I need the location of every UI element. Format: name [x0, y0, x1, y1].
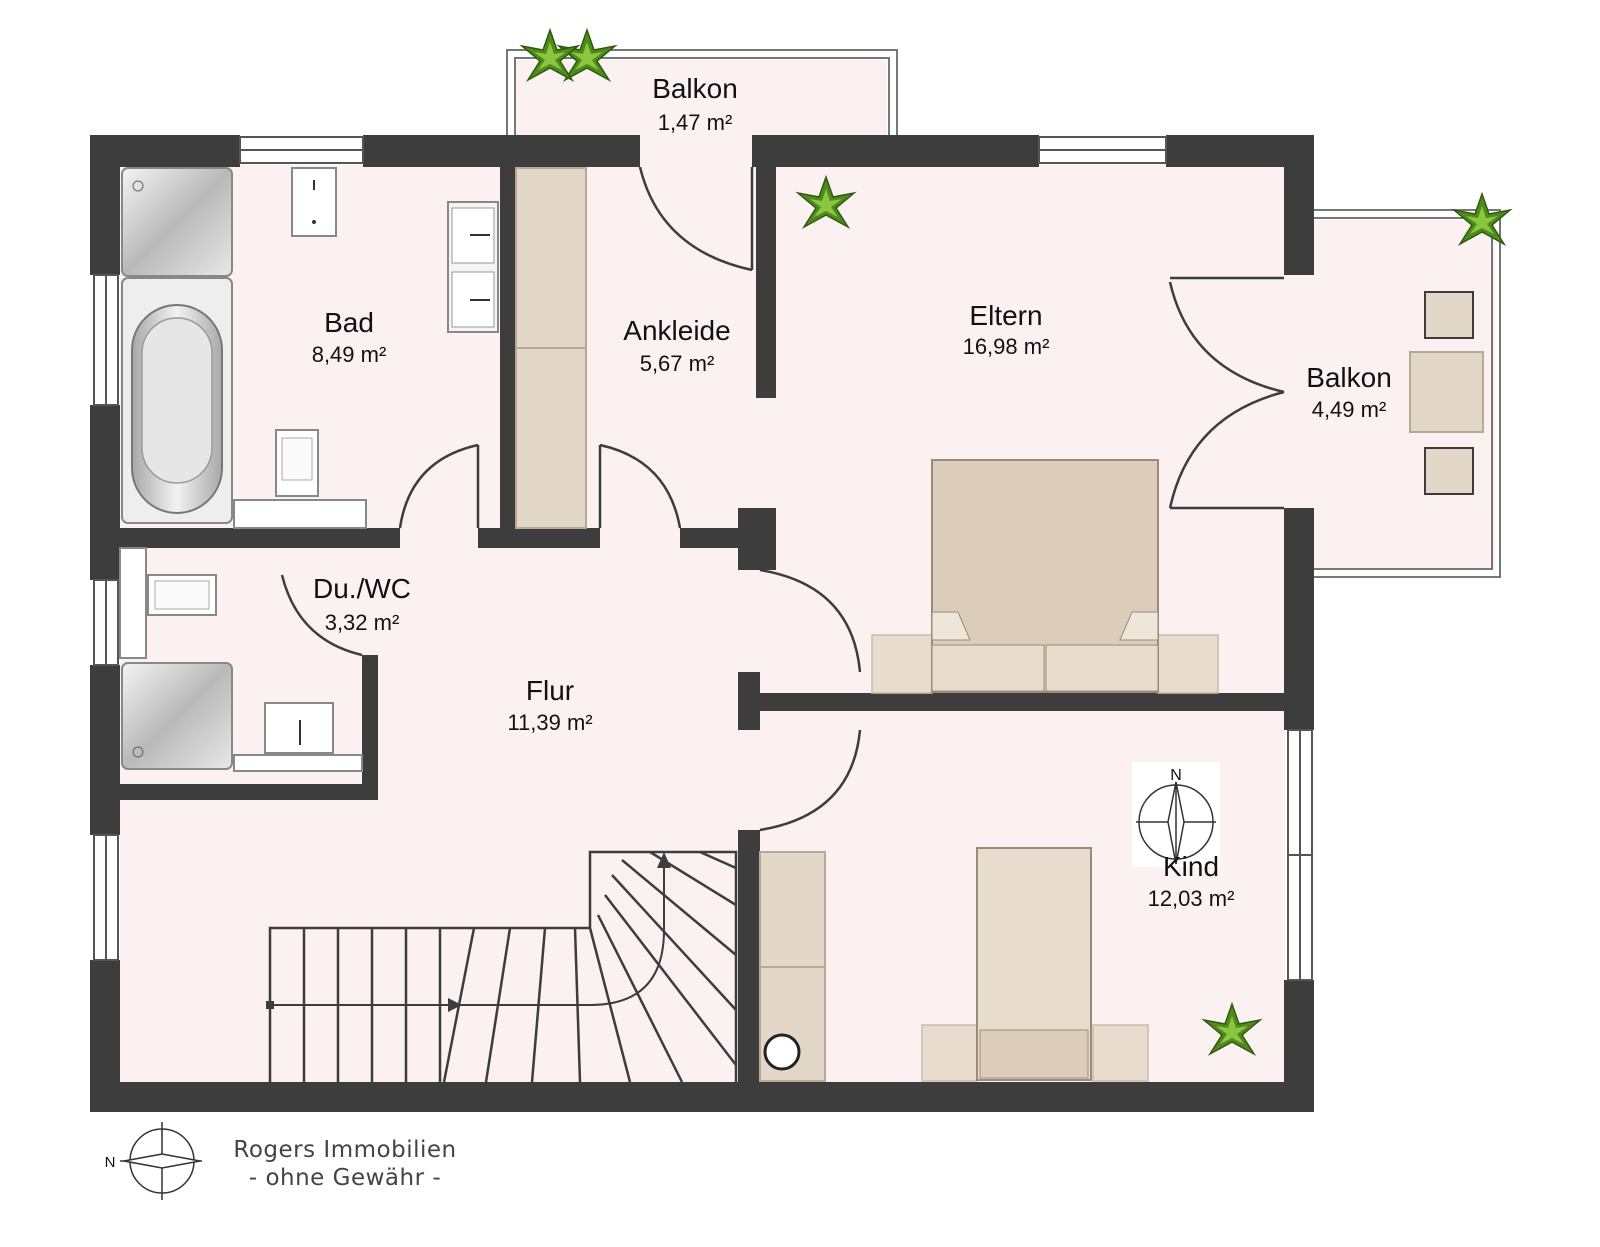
- sink-wc: [233, 702, 363, 772]
- room-labels: Balkon 1,47 m² Bad 8,49 m² Ankleide 5,67…: [312, 73, 1392, 911]
- single-bed: [921, 847, 1149, 1082]
- chimney: [763, 1033, 801, 1071]
- room-name-kind: Kind: [1163, 851, 1219, 882]
- room-name-eltern: Eltern: [969, 300, 1042, 331]
- room-area-balkon-top: 1,47 m²: [658, 110, 733, 135]
- shower-tray-bad: [121, 167, 233, 277]
- footer-company: Rogers Immobilien: [233, 1137, 456, 1163]
- room-name-balkon-top: Balkon: [652, 73, 738, 104]
- wardrobe-ankleide: [515, 167, 587, 529]
- room-area-kind: 12,03 m²: [1148, 886, 1235, 911]
- compass-north-label: N: [1170, 767, 1182, 784]
- footer-compass-north-label: N: [105, 1154, 116, 1171]
- bidet-bad: [233, 429, 367, 529]
- walls: [90, 135, 1314, 1112]
- room-area-bad: 8,49 m²: [312, 342, 387, 367]
- room-name-bad: Bad: [324, 307, 374, 338]
- sinks-bad: [447, 201, 499, 333]
- room-area-ankleide: 5,67 m²: [640, 351, 715, 376]
- staircase: [266, 850, 738, 1083]
- room-name-balkon-right: Balkon: [1306, 362, 1392, 393]
- double-bed: [871, 459, 1219, 694]
- footer-compass-icon: N: [105, 1122, 202, 1200]
- bathtub: [121, 277, 233, 524]
- room-name-flur: Flur: [526, 675, 574, 706]
- balcony-furniture: [1409, 291, 1484, 495]
- room-area-du-wc: 3,32 m²: [325, 610, 400, 635]
- room-name-du-wc: Du./WC: [313, 573, 411, 604]
- shower-tray-wc: [121, 662, 233, 770]
- windows: [93, 136, 1313, 981]
- room-area-balkon-right: 4,49 m²: [1312, 397, 1387, 422]
- room-name-ankleide: Ankleide: [623, 315, 730, 346]
- balcony-railings: [506, 49, 1501, 578]
- toilet-wc: [119, 547, 217, 659]
- room-area-flur: 11,39 m²: [507, 710, 592, 735]
- room-area-eltern: 16,98 m²: [963, 334, 1050, 359]
- footer-disclaimer: - ohne Gewähr -: [249, 1165, 441, 1191]
- toilet-bad: [291, 167, 337, 237]
- compass-rose-icon: N: [1132, 762, 1220, 867]
- door-swings: [280, 166, 1285, 832]
